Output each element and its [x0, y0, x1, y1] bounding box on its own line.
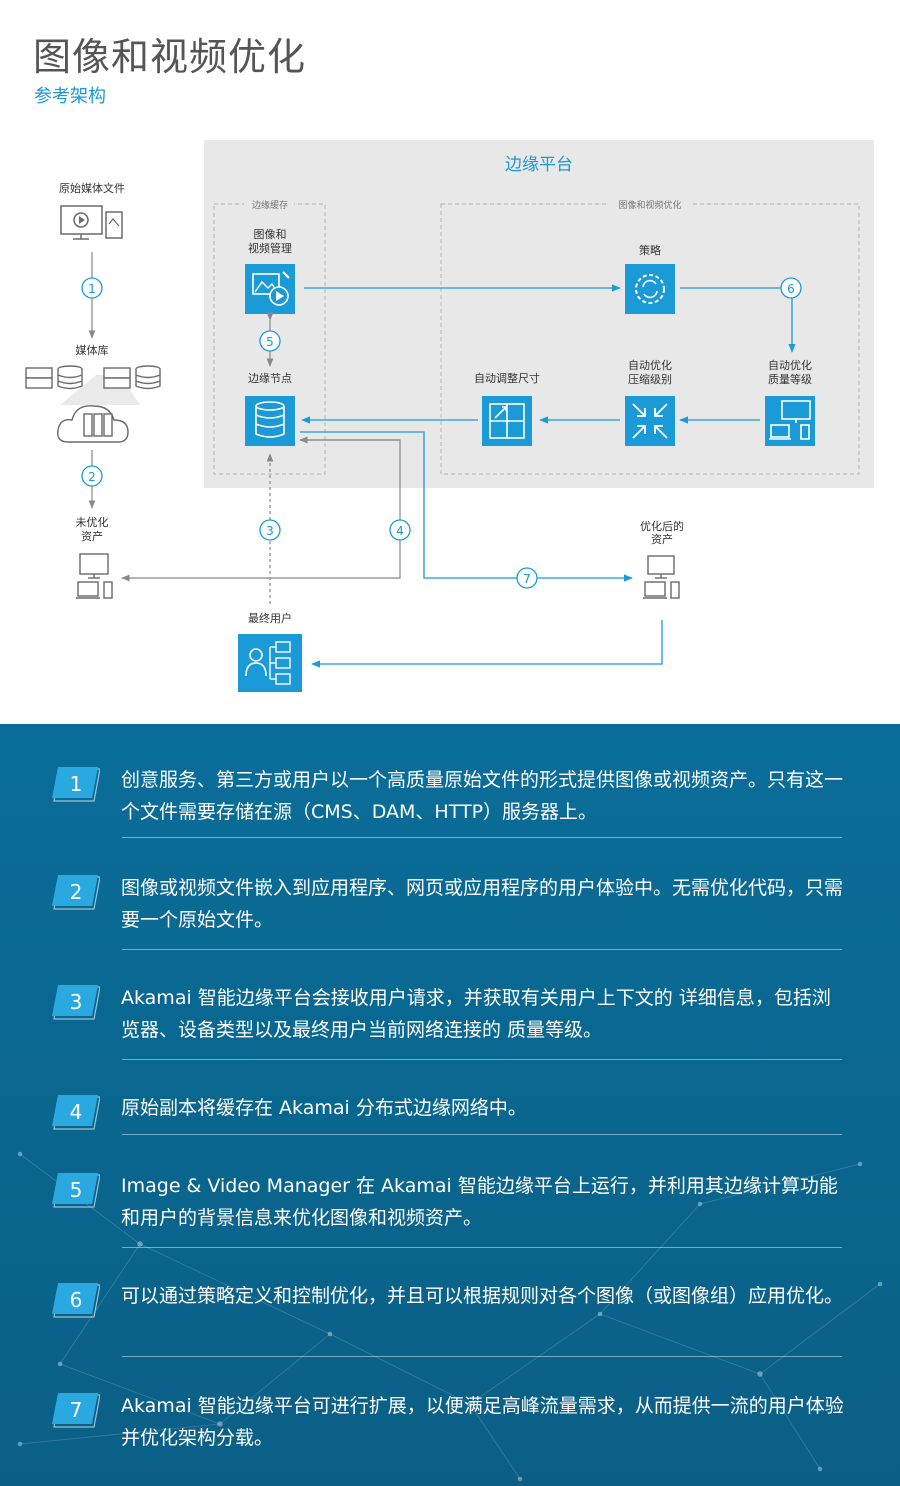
marker-3 [259, 519, 281, 541]
edge-node-icon [245, 396, 295, 446]
step-separator [122, 1356, 842, 1357]
edge-platform-label: 边缘平台 [505, 155, 573, 175]
marker-4 [389, 519, 411, 541]
auto-quality-label-2: 质量等级 [768, 372, 812, 386]
step-separator [122, 1059, 842, 1060]
step-number: 5 [69, 1178, 83, 1202]
step-separator [122, 1134, 842, 1135]
optimized-label-1: 优化后的 [640, 519, 684, 533]
end-user-label: 最终用户 [248, 611, 292, 625]
optimized-assets-icon [643, 555, 680, 599]
step-description: Akamai 智能边缘平台可进行扩展，以便满足高峰流量需求，从而提供一流的用户体… [121, 1395, 844, 1449]
optimization-region [440, 203, 860, 475]
image-video-manager-icon [245, 264, 295, 314]
step-description: 原始副本将缓存在 Akamai 分布式边缘网络中。 [121, 1097, 527, 1119]
ivm-label-1: 图像和 [254, 228, 287, 241]
auto-quality-icon [765, 396, 815, 446]
marker-6-label: 6 [787, 282, 795, 296]
edge-node-label: 边缘节点 [248, 372, 292, 385]
step-number: 1 [69, 772, 83, 796]
step-separator [122, 1247, 842, 1248]
page-title: 图像和视频优化 [33, 35, 307, 79]
step-description: 可以通过策略定义和控制优化，并且可以根据规则对各个图像（或图像组）应用优化。 [121, 1285, 844, 1307]
network-background-pattern [17, 1151, 883, 1482]
step-separator [122, 949, 842, 950]
auto-resize-icon [482, 396, 532, 446]
step-number: 3 [69, 990, 83, 1014]
edge-platform-region [204, 140, 874, 488]
auto-compress-label-2: 压缩级别 [628, 373, 672, 386]
policy-label: 策略 [639, 243, 661, 257]
marker-2-label: 2 [88, 470, 96, 484]
edge-cache-region [213, 203, 326, 475]
architecture-diagram: 边缘平台 边缘缓存 图像和视频优化 原始媒体文件 1 媒体库 2 [25, 140, 874, 692]
step-number: 2 [69, 880, 83, 904]
page-subtitle: 参考架构 [34, 86, 106, 107]
optimized-label-2: 资产 [651, 532, 673, 546]
marker-7-label: 7 [523, 572, 531, 586]
step-description: 创意服务、第三方或用户以一个高质量原始文件的形式提供图像或视频资产。只有这一个文… [121, 769, 844, 823]
step-number: 4 [69, 1100, 83, 1124]
edge-cache-label: 边缘缓存 [252, 199, 288, 211]
step-separator [122, 837, 842, 838]
marker-4-label: 4 [396, 524, 404, 538]
auto-compress-icon [625, 396, 675, 446]
step-number-badge: 6 [52, 1282, 100, 1318]
marker-5 [259, 330, 281, 352]
marker-3-label: 3 [266, 524, 274, 538]
policy-icon [625, 264, 675, 314]
step-description: Akamai 智能边缘平台会接收用户请求，并获取有关用户上下文的 详细信息，包括… [121, 987, 831, 1041]
marker-6 [780, 277, 802, 299]
step-number-badge: 2 [52, 874, 100, 910]
step-number-badge: 3 [52, 984, 100, 1020]
marker-5-label: 5 [266, 335, 274, 349]
step-number: 6 [69, 1288, 83, 1312]
step-description: Image & Video Manager 在 Akamai 智能边缘平台上运行… [121, 1175, 838, 1229]
marker-1 [81, 277, 103, 299]
step-number-badge: 4 [52, 1094, 100, 1130]
step-number-badge: 5 [52, 1172, 100, 1208]
step-number-badge: 1 [52, 766, 100, 802]
ivm-label-2: 视频管理 [248, 241, 292, 255]
original-media-label: 原始媒体文件 [59, 181, 125, 195]
step-description: 图像或视频文件嵌入到应用程序、网页或应用程序的用户体验中。无需优化代码，只需要一… [121, 877, 844, 931]
media-library-icon [25, 365, 161, 443]
unoptimized-label-1: 未优化 [76, 515, 109, 529]
auto-compress-label-1: 自动优化 [628, 358, 672, 372]
step-number: 7 [69, 1398, 83, 1422]
marker-7 [516, 567, 538, 589]
optimization-label: 图像和视频优化 [618, 199, 681, 211]
step-number-badge: 7 [52, 1392, 100, 1428]
steps-section: 1 创意服务、第三方或用户以一个高质量原始文件的形式提供图像或视频资产。只有这一个… [0, 724, 900, 1486]
marker-2 [81, 465, 103, 487]
auto-resize-label: 自动调整尺寸 [474, 371, 540, 385]
unoptimized-assets-icon [76, 553, 113, 599]
original-media-icon [60, 205, 123, 240]
end-user-icon [238, 634, 302, 692]
auto-quality-label-1: 自动优化 [768, 358, 812, 372]
media-library-label: 媒体库 [76, 343, 109, 357]
unoptimized-label-2: 资产 [81, 529, 103, 543]
marker-1-label: 1 [88, 282, 96, 296]
